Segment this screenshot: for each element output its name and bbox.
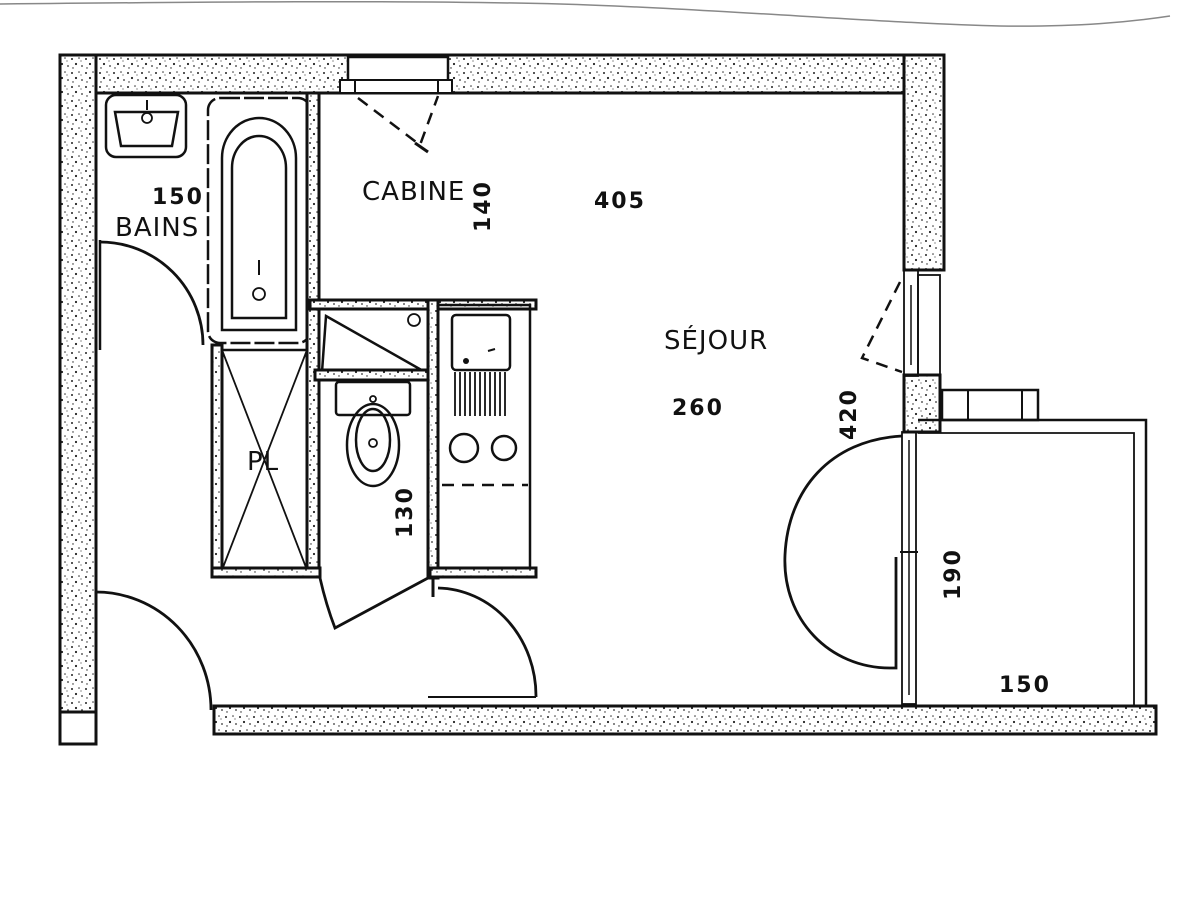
balcony-height-dimension: 190 — [941, 548, 966, 600]
bains-label: BAINS — [115, 213, 199, 243]
closet-placard: PL — [210, 343, 322, 579]
kitchenette — [428, 303, 538, 579]
cooktop-icon — [448, 432, 518, 464]
toilet-icon — [334, 380, 412, 488]
cabine-dimension: 140 — [471, 180, 496, 232]
sejour-width-dimension: 405 — [594, 189, 646, 214]
entry-door — [94, 590, 213, 732]
balcony-door — [783, 431, 918, 705]
sejour-dimension: 260 — [672, 396, 724, 421]
bathroom: 150 BAINS — [98, 93, 312, 350]
living-room-door — [428, 578, 538, 698]
scan-edge-line — [0, 0, 1171, 27]
placard-label: PL — [247, 447, 279, 477]
wc-dimension: 130 — [393, 486, 418, 538]
sink-icon — [450, 313, 512, 416]
balcony: 190 150 — [918, 388, 1148, 706]
bath-cabin-wall — [305, 91, 321, 577]
bathtub-icon — [206, 96, 312, 345]
balcony-width-dimension: 150 — [999, 673, 1051, 698]
wc-room: 130 — [308, 298, 538, 630]
bains-dimension: 150 — [152, 185, 204, 210]
sejour-height-dimension: 420 — [837, 388, 862, 440]
top-window — [339, 55, 453, 154]
side-window — [860, 269, 941, 377]
bathroom-door — [98, 240, 205, 350]
exterior-walls — [58, 53, 1158, 746]
sejour-label: SÉJOUR — [664, 324, 768, 356]
cabine-label: CABINE — [362, 177, 465, 207]
washbasin-icon — [104, 93, 188, 159]
